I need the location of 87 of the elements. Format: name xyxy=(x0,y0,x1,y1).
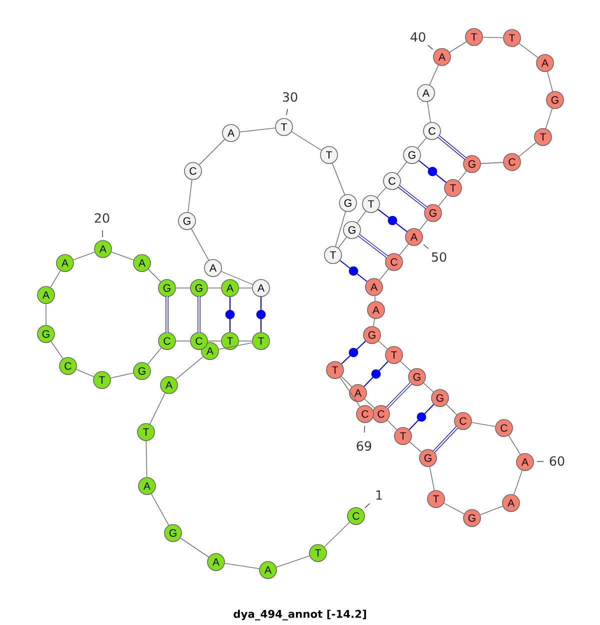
backbone-line xyxy=(238,340,252,342)
backbone-line xyxy=(198,138,226,166)
position-number: 50 xyxy=(432,252,446,262)
base-pair-line xyxy=(408,404,434,430)
base-pair-line xyxy=(225,296,235,332)
backbone-line xyxy=(378,340,388,350)
backbone-line xyxy=(76,369,94,377)
backbone-line xyxy=(471,422,496,427)
base-pair-line xyxy=(432,426,458,453)
backbone-line xyxy=(446,404,458,416)
base-pair-line xyxy=(398,184,428,210)
backbone-line xyxy=(423,382,434,392)
backbone-line xyxy=(374,296,376,302)
backbone-line xyxy=(373,318,375,327)
backbone-line xyxy=(175,356,204,380)
backbone-line xyxy=(111,252,134,260)
backbone-line xyxy=(427,101,432,123)
backbone-line xyxy=(324,522,350,548)
position-number: 69 xyxy=(356,441,372,451)
backbone-line xyxy=(482,36,504,38)
backbone-line xyxy=(545,108,553,129)
backbone-line xyxy=(397,162,407,174)
base-pair-line xyxy=(364,361,388,387)
backbone-line xyxy=(376,187,386,198)
backbone-line xyxy=(147,347,162,365)
backbone-line xyxy=(419,220,428,230)
backbone-line xyxy=(190,228,210,261)
backbone-line xyxy=(110,372,134,378)
backbone-line xyxy=(50,270,61,288)
position-number: 30 xyxy=(282,92,298,102)
backbone-line xyxy=(438,194,448,206)
backbone-line xyxy=(399,244,409,256)
backbone-line xyxy=(335,211,346,247)
backbone-line xyxy=(386,420,398,430)
backbone-line xyxy=(356,210,366,224)
backbone-line xyxy=(379,268,389,280)
backbone-line xyxy=(180,538,209,558)
backbone-line xyxy=(444,502,464,514)
base-pair-line xyxy=(437,135,467,160)
backbone-line xyxy=(224,562,260,570)
backbone-line xyxy=(340,376,352,388)
backbone-line xyxy=(50,340,64,360)
backbone-line xyxy=(480,506,504,516)
backbone-line xyxy=(409,442,422,452)
backbone-line xyxy=(340,377,360,408)
base-pair-line xyxy=(340,260,368,282)
position-number: 40 xyxy=(410,32,426,42)
backbone-line xyxy=(150,392,166,424)
backbone-line xyxy=(239,128,276,132)
backbone-line xyxy=(150,493,170,526)
backbone-line xyxy=(220,271,254,285)
backbone-line xyxy=(338,236,347,248)
backbone-line xyxy=(72,252,96,260)
backbone-line xyxy=(518,142,536,157)
backbone-line xyxy=(429,64,439,86)
base-pair-line xyxy=(198,296,200,333)
base-pair-line xyxy=(418,160,446,183)
backbone-line xyxy=(218,342,253,350)
base-pair-line xyxy=(378,209,408,232)
backbone-line xyxy=(546,71,554,92)
position-number: 1 xyxy=(376,490,382,500)
base-pair-line xyxy=(256,296,266,332)
backbone-line xyxy=(291,131,322,151)
base-pair-line xyxy=(166,296,168,333)
backbone-line xyxy=(458,170,467,182)
backbone-line xyxy=(364,398,375,408)
backbone-line xyxy=(514,470,523,495)
position-number: 20 xyxy=(94,213,110,223)
backbone-line xyxy=(400,360,411,372)
backbone-line xyxy=(480,162,504,164)
backbone-line xyxy=(176,340,190,342)
position-number: 60 xyxy=(550,456,564,466)
base-pair-line xyxy=(341,340,366,364)
backbone-line xyxy=(146,440,148,478)
caption: dya_494_annot [-14.2] xyxy=(234,610,366,620)
backbone-line xyxy=(508,435,521,455)
backbone-line xyxy=(208,340,222,342)
backbone-line xyxy=(148,268,162,282)
backbone-line xyxy=(276,555,310,568)
base-pair-line xyxy=(358,234,388,258)
backbone-line xyxy=(429,466,435,491)
backbone-line xyxy=(332,162,346,196)
backbone-line xyxy=(449,41,467,53)
base-pair-line xyxy=(386,382,412,410)
backbone-line xyxy=(188,179,192,213)
backbone-line xyxy=(518,43,538,58)
backbone-line xyxy=(417,137,427,149)
